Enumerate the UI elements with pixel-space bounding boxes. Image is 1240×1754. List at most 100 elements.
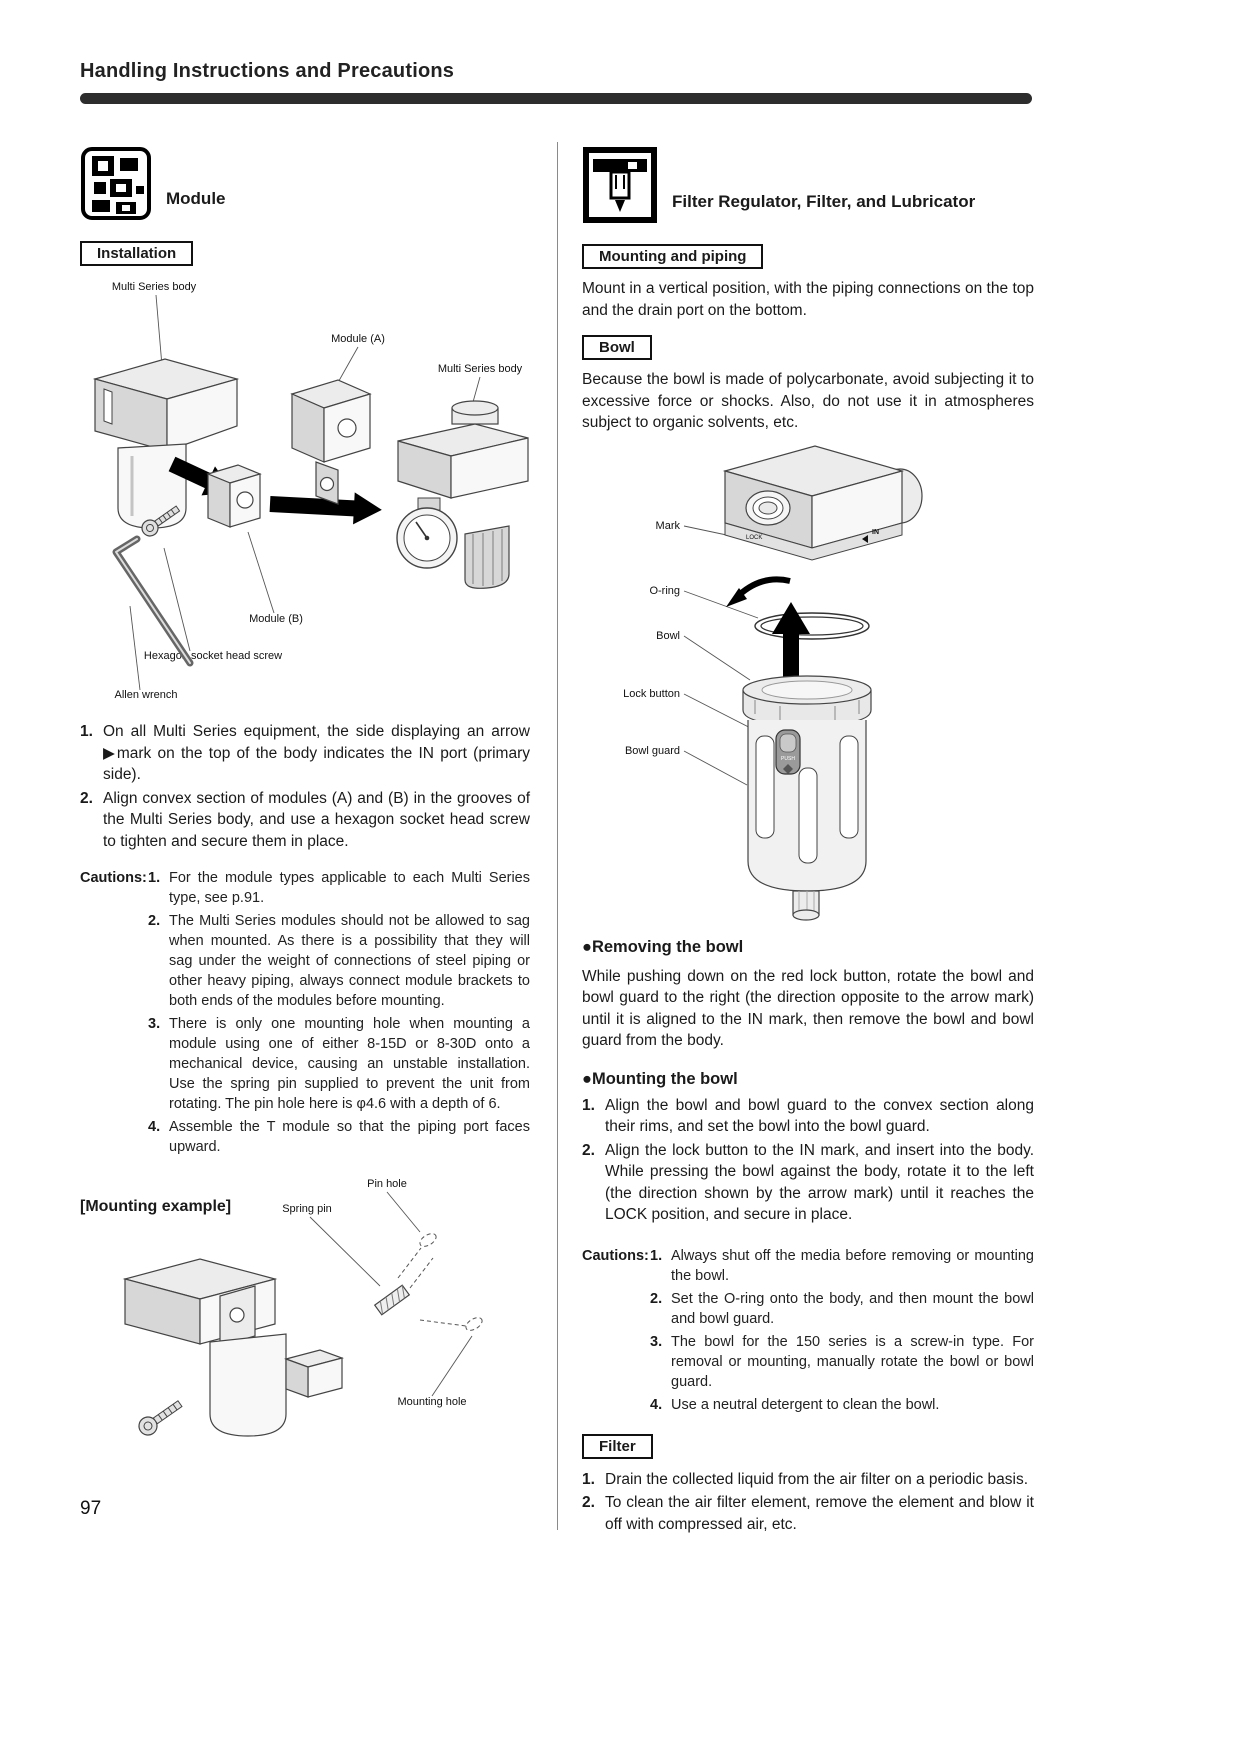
regulator-knob	[464, 525, 510, 589]
label-o-ring: O-ring	[649, 585, 680, 597]
mounting-example-heading: [Mounting example]	[80, 1198, 232, 1215]
filter-section: Filter Regulator, Filter, and Lubricator…	[582, 146, 1034, 1535]
caution-item: 2. Set the O-ring onto the body, and the…	[650, 1289, 1034, 1329]
caution-item: 3. There is only one mounting hole when …	[148, 1014, 530, 1114]
assembly-arrow-2	[269, 492, 382, 525]
installation-steps: 1. On all Multi Series equipment, the si…	[80, 721, 530, 852]
push-text: PUSH	[781, 756, 795, 762]
label-mounting-hole: Mounting hole	[397, 1396, 466, 1408]
hex-socket-screw-drawing	[141, 505, 181, 537]
label-spring-pin: Spring pin	[282, 1203, 332, 1215]
module-section: Module Installation Multi Series body Mo…	[80, 146, 530, 1474]
cautions-label: Cautions:	[582, 1247, 649, 1264]
insert-arrow	[772, 601, 810, 680]
filter-section-title: Filter Regulator, Filter, and Lubricator	[672, 192, 976, 211]
step-text: To clean the air filter element, remove …	[605, 1494, 1034, 1533]
module-section-title: Module	[166, 189, 226, 208]
step-number: 2.	[582, 1494, 595, 1511]
caution-item: 2. The Multi Series modules should not b…	[148, 911, 530, 1011]
caution-item: 1. Always shut off the media before remo…	[650, 1246, 1034, 1286]
caution-item: 4. Assemble the T module so that the pip…	[148, 1117, 530, 1157]
mounting-example-diagram: Pin hole Spring pin Mounting hole	[122, 1178, 483, 1437]
module-icon-row: Module	[80, 146, 530, 221]
module-cautions: Cautions: 1. For the module types applic…	[80, 868, 530, 1160]
caution-number: 4.	[650, 1396, 663, 1413]
column-divider	[557, 142, 558, 1530]
label-hex-screw: Hexagon socket head screw	[144, 650, 282, 662]
label-multi-series-body-left: Multi Series body	[112, 281, 197, 293]
removing-bowl-heading: ●Removing the bowl	[582, 937, 744, 956]
page-title: Handling Instructions and Precautions	[80, 60, 455, 82]
caution-number: 2.	[148, 913, 161, 929]
in-mark-text: IN	[872, 529, 879, 536]
caution-number: 2.	[650, 1290, 663, 1307]
mounting-bowl-heading: ●Mounting the bowl	[582, 1069, 738, 1088]
mounting-piping-heading-box: Mounting and piping	[582, 244, 764, 269]
caution-item: 4. Use a neutral detergent to clean the …	[650, 1395, 1034, 1415]
caution-number: 3.	[650, 1333, 663, 1350]
mounting-bowl-steps: 1. Align the bowl and bowl guard to the …	[582, 1095, 1034, 1226]
caution-text: Set the O-ring onto the body, and then m…	[671, 1290, 1034, 1327]
bowl-heading-box: Bowl	[582, 335, 652, 360]
step-text: Align the bowl and bowl guard to the con…	[605, 1096, 1034, 1136]
bowl-guard-drawing: PUSH	[742, 674, 872, 921]
installation-heading-box: Installation	[80, 241, 194, 266]
filter-heading-box: Filter	[582, 1433, 653, 1459]
filter-body-drawing: LOCK IN	[722, 444, 923, 561]
title-underline-bar	[80, 93, 1032, 104]
step-text: Drain the collected liquid from the air …	[605, 1470, 1029, 1488]
caution-text: For the module types applicable to each …	[169, 870, 530, 906]
label-bowl: Bowl	[656, 630, 680, 642]
step-text: Align convex section of modules (A) and …	[103, 789, 530, 850]
caution-number: 1.	[148, 870, 161, 886]
cautions-label: Cautions:	[80, 870, 147, 886]
guard-slot	[839, 735, 859, 838]
step-text: Align the lock button to the IN mark, an…	[605, 1141, 1034, 1224]
step-item: 1. Align the bowl and bowl guard to the …	[582, 1095, 1034, 1138]
o-ring-drawing	[754, 611, 870, 640]
page-number: 97	[80, 1498, 102, 1519]
label-pin-hole: Pin hole	[367, 1178, 407, 1190]
lock-mark-text: LOCK	[746, 535, 762, 541]
step-number: 2.	[80, 789, 93, 807]
caution-text: There is only one mounting hole when mou…	[169, 1016, 530, 1112]
bowl-text: Because the bowl is made of polycarbonat…	[582, 371, 1034, 431]
caution-item: 3. The bowl for the 150 series is a scre…	[650, 1332, 1034, 1392]
step-number: 1.	[582, 1470, 595, 1488]
mounting-example: [Mounting example] Pin hole Spring pin M…	[80, 1174, 530, 1474]
label-bowl-guard: Bowl guard	[625, 745, 680, 757]
caution-number: 4.	[148, 1119, 161, 1135]
module-a-drawing	[290, 379, 372, 505]
module-icon	[81, 147, 151, 220]
caution-text: The bowl for the 150 series is a screw-i…	[671, 1333, 1034, 1390]
spring-pin-drawing	[373, 1284, 411, 1316]
caution-text: The Multi Series modules should not be a…	[169, 913, 530, 1009]
page-header: Handling Instructions and Precautions	[80, 60, 1032, 104]
caution-text: Always shut off the media before removin…	[671, 1247, 1034, 1284]
drain-drawing	[792, 889, 820, 921]
step-item: 2. Align the lock button to the IN mark,…	[582, 1140, 1034, 1226]
step-text: On all Multi Series equipment, the side …	[103, 723, 530, 783]
step-item: 1. Drain the collected liquid from the a…	[582, 1469, 1034, 1491]
step-number: 2.	[582, 1141, 595, 1159]
filter-icon-row: Filter Regulator, Filter, and Lubricator	[582, 146, 1034, 224]
step-item: 2. Align convex section of modules (A) a…	[80, 788, 530, 853]
label-module-a: Module (A)	[331, 333, 385, 345]
bowl-cautions: Cautions: 1. Always shut off the media b…	[582, 1246, 1034, 1418]
installation-diagram: Multi Series body Module (A) Multi Serie…	[92, 281, 529, 701]
label-multi-series-body-right: Multi Series body	[438, 363, 523, 375]
step-number: 1.	[80, 723, 93, 740]
lock-button-drawing: PUSH	[775, 728, 801, 775]
caution-number: 1.	[650, 1247, 663, 1264]
caution-number: 3.	[148, 1016, 161, 1032]
step-number: 1.	[582, 1096, 595, 1114]
filter-regulator-icon	[583, 147, 657, 223]
mounting-piping-text: Mount in a vertical position, with the p…	[582, 280, 1034, 319]
caution-item: 1. For the module types applicable to ea…	[148, 868, 530, 908]
module-b-drawing	[206, 464, 262, 528]
step-item: 2. To clean the air filter element, remo…	[582, 1492, 1034, 1535]
removing-bowl-text: While pushing down on the red lock butto…	[582, 967, 1034, 1050]
label-lock-button: Lock button	[623, 688, 680, 700]
allen-wrench-drawing	[112, 535, 194, 667]
